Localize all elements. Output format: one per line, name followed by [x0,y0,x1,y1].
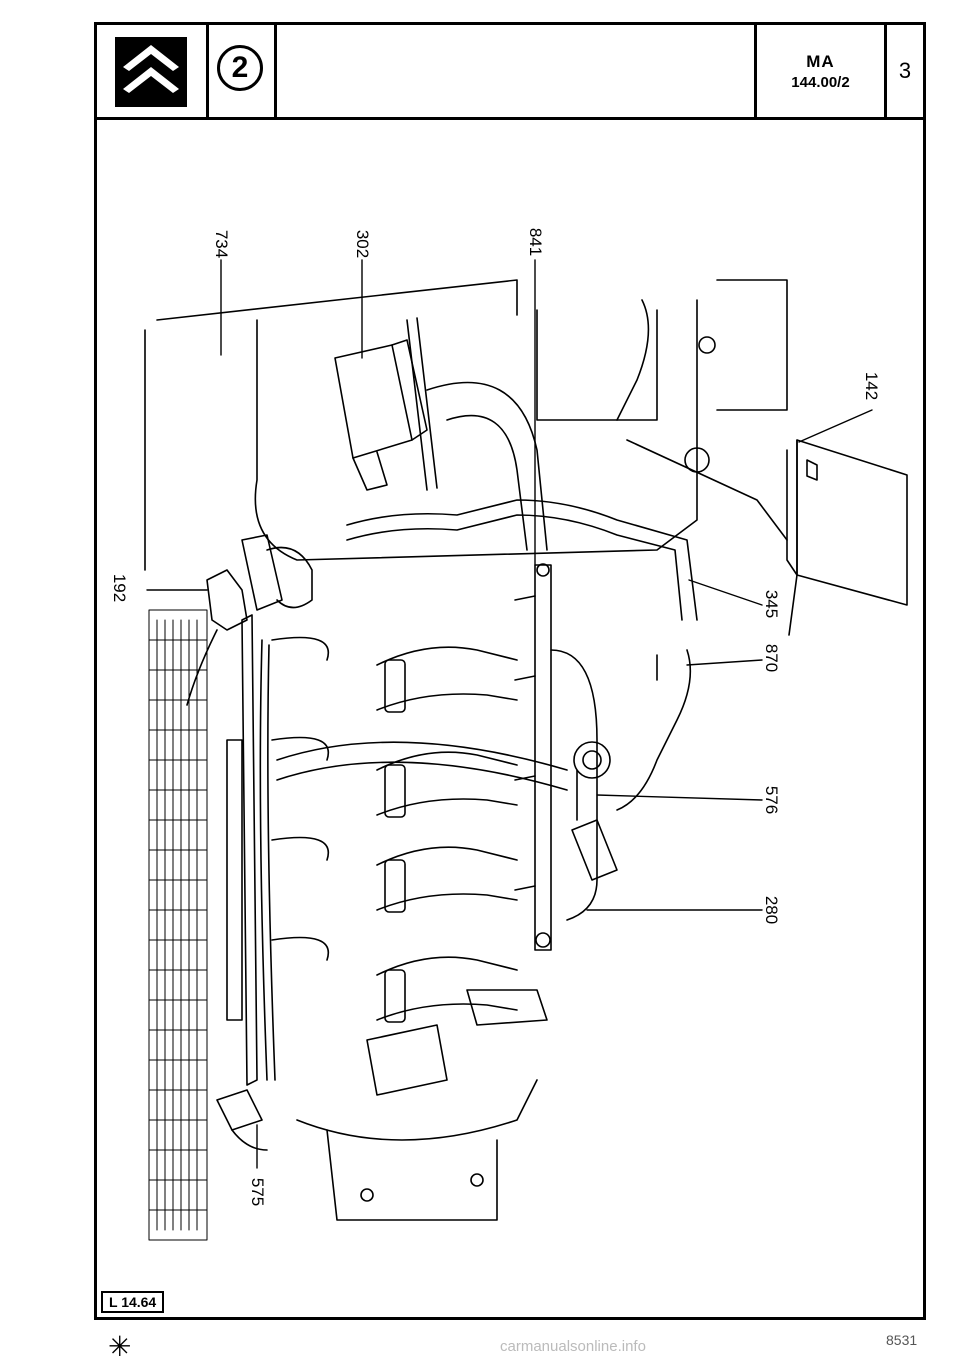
section-cell: 2 [209,25,277,117]
engine-diagram: 734 302 841 142 192 345 870 576 280 575 [97,120,923,1300]
callout-345: 345 [762,589,782,619]
callout-870: 870 [762,643,782,673]
engine-drawing [144,259,908,1241]
cam-cover [226,614,568,1086]
callout-302: 302 [353,229,373,259]
idle-valve [216,1089,268,1151]
callout-575: 575 [248,1177,268,1207]
watermark-text: carmanualsonline.info [500,1338,646,1355]
callout-734: 734 [212,229,232,259]
callout-192: 192 [110,573,130,603]
leader-lines [146,259,873,1169]
asterisk-mark: ✳ [108,1331,132,1362]
citroen-chevron-logo-icon [115,37,187,107]
radiator-grille [148,609,208,1241]
reference-number: 144.00/2 [791,73,850,91]
ignition-coil [296,989,548,1221]
reference-code: MA [806,51,835,71]
callout-841: 841 [526,227,546,257]
plate-label: L 14.64 [101,1291,165,1313]
coolant-hoses [550,649,692,921]
page-frame: 2 MA 144.00/2 3 [94,22,926,1320]
body-panels [144,279,788,571]
relay-box [334,339,428,491]
air-intake [346,317,698,621]
callout-576: 576 [762,785,782,815]
drawing-code: 8531 [886,1332,918,1348]
throttle-body [186,534,313,706]
ecu-module [786,439,908,636]
section-number: 2 [217,45,263,91]
logo-cell [97,25,209,117]
intake-runners [376,646,518,1023]
title-block: 2 MA 144.00/2 3 [97,25,923,120]
page-number: 3 [898,58,912,83]
callout-142: 142 [862,371,882,401]
reference-cell: MA 144.00/2 [757,25,887,117]
fuel-rail [514,563,552,951]
callout-280: 280 [762,895,782,925]
title-cell [277,25,757,117]
